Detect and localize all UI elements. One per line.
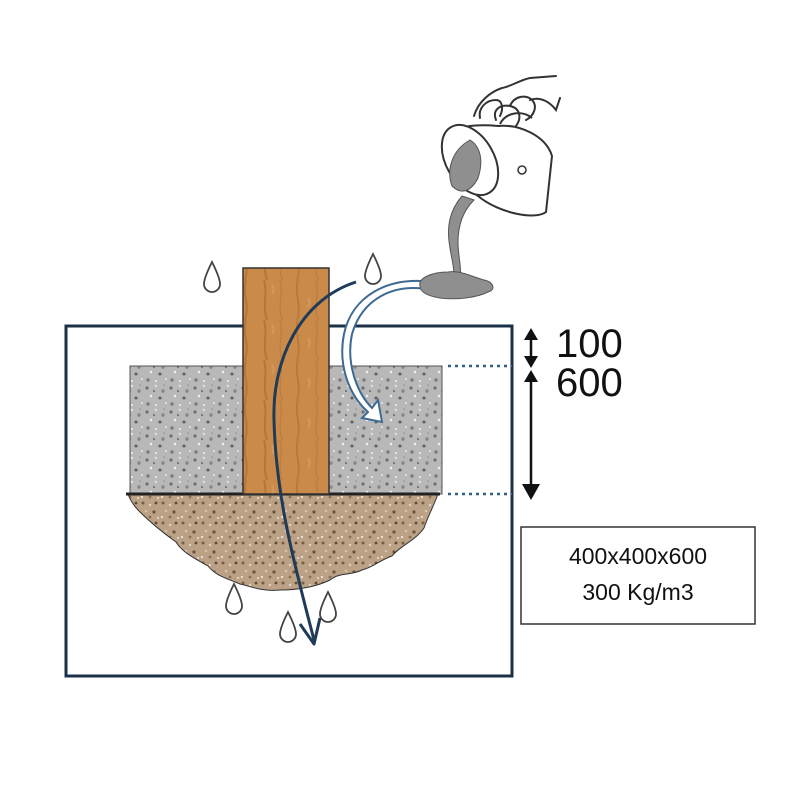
water-drop-icon bbox=[203, 259, 221, 293]
spec-density: 300 Kg/m3 bbox=[582, 579, 693, 605]
bucket-icon bbox=[440, 112, 554, 217]
dimension-label-top-gap: 100 bbox=[556, 322, 623, 366]
water-drop-icon bbox=[225, 581, 243, 615]
dimension-label-depth: 600 bbox=[556, 361, 623, 405]
gravel-base bbox=[127, 493, 439, 591]
hand-icon bbox=[473, 75, 561, 127]
poured-concrete-stream bbox=[448, 195, 475, 281]
pour-arrow bbox=[341, 280, 433, 424]
dimension-depth bbox=[522, 370, 540, 500]
dimension-top-gap bbox=[524, 328, 538, 368]
spec-size: 400x400x600 bbox=[569, 543, 707, 569]
water-drain-arrow bbox=[272, 280, 357, 641]
water-drop-icon bbox=[364, 251, 382, 285]
wooden-post bbox=[242, 267, 330, 495]
water-drop-icon bbox=[319, 589, 337, 623]
spec-box bbox=[520, 526, 756, 625]
poured-concrete-puddle bbox=[419, 271, 494, 300]
water-drop-icon bbox=[279, 609, 297, 643]
water-drain-arrow-head bbox=[298, 617, 322, 646]
